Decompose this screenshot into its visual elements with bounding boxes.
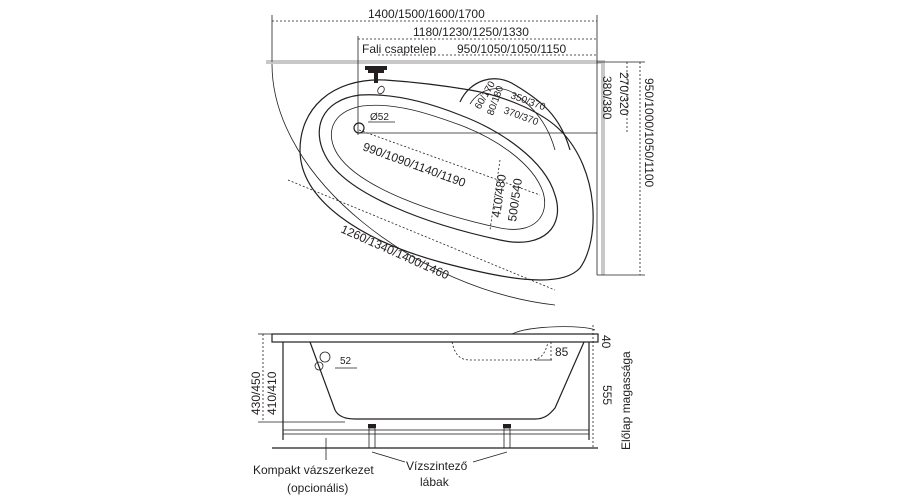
dim-length-2: 1180/1230/1250/1330 bbox=[413, 25, 529, 39]
front-panel-height-label: Előlap magassága bbox=[619, 351, 633, 450]
dim-right-1: 380/380 bbox=[600, 76, 614, 120]
tub-rim bbox=[271, 333, 599, 343]
drain-icon bbox=[319, 351, 331, 363]
side-drain-label: 52 bbox=[340, 356, 352, 367]
dim-inner-width-1: 410/480 bbox=[489, 173, 509, 218]
legs-label-line1: Vízszintező bbox=[406, 459, 468, 473]
dim-outer-diagonal: 1260/1340/1400/1460 bbox=[339, 222, 452, 282]
top-view: 1400/1500/1600/1700 1180/1230/1250/1330 … bbox=[266, 7, 656, 306]
drain-icon bbox=[353, 122, 365, 134]
dim-total-width: 950/1000/1050/1100 bbox=[642, 78, 656, 188]
overflow-icon bbox=[314, 361, 324, 371]
legs-label-line2: lábak bbox=[420, 475, 450, 489]
frame-bar bbox=[282, 429, 590, 435]
faucet-label: Fali csaptelep bbox=[362, 42, 436, 56]
frame-label-line1: Kompakt vázszerkezet bbox=[253, 463, 374, 477]
dim-85: 85 bbox=[555, 345, 569, 359]
dim-40: 40 bbox=[599, 335, 613, 349]
dim-555: 555 bbox=[600, 385, 614, 405]
dim-total-length: 1400/1500/1600/1700 bbox=[368, 7, 485, 21]
drain-diameter: Ø52 bbox=[370, 112, 389, 123]
side-view: 85 52 410/410 430/450 40 555 Előlap maga… bbox=[249, 325, 633, 495]
dim-inner-width-2: 500/540 bbox=[505, 177, 525, 222]
faucet-icon bbox=[365, 66, 387, 83]
dim-right-2: 270/320 bbox=[617, 72, 631, 116]
leveling-leg-icon bbox=[503, 424, 511, 449]
leveling-leg-icon bbox=[368, 424, 376, 449]
overflow-icon bbox=[377, 85, 385, 95]
frame-label-line2: (opcionális) bbox=[287, 481, 348, 495]
dim-left-2: 430/450 bbox=[249, 371, 263, 415]
dim-inner-length: 990/1090/1140/1190 bbox=[361, 140, 468, 190]
dim-left-1: 410/410 bbox=[265, 371, 279, 415]
dim-length-3: 950/1050/1050/1150 bbox=[457, 42, 567, 56]
